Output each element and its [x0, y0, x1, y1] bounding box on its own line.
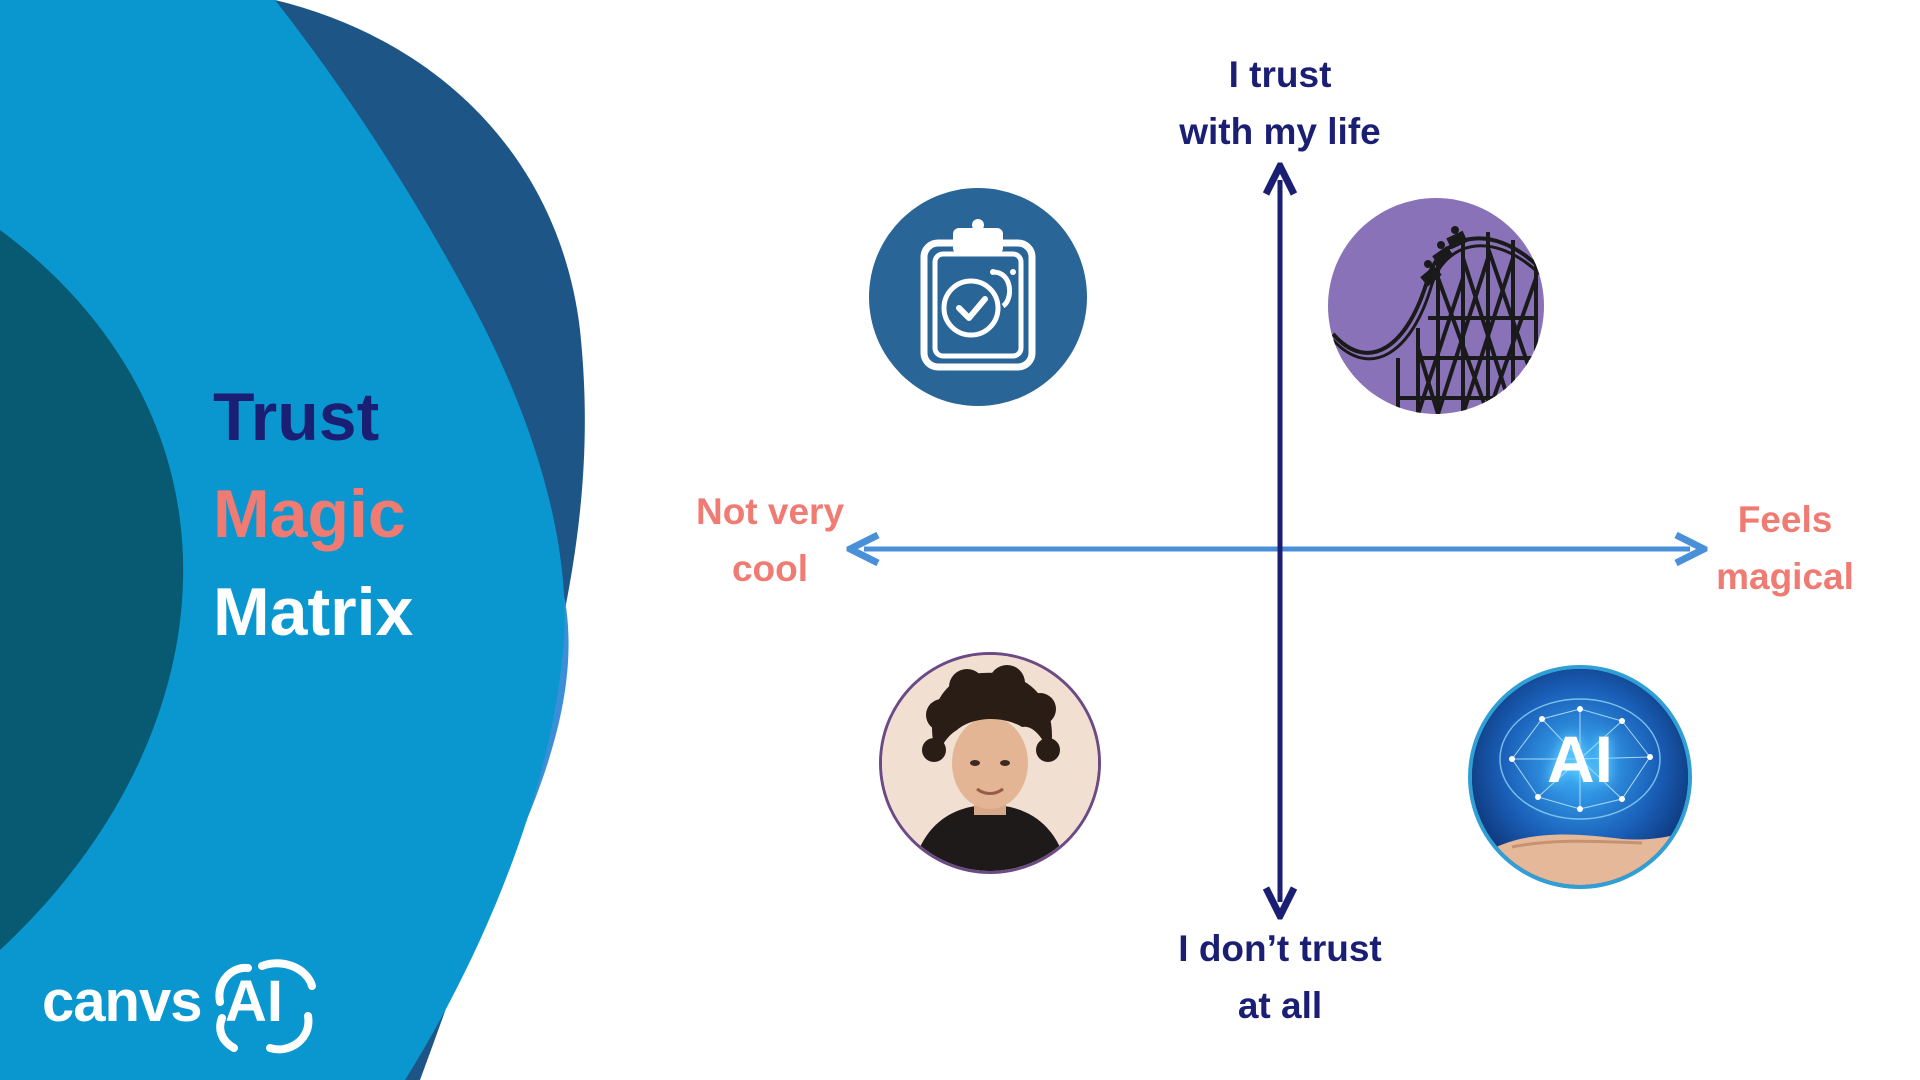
label-right-line1: Feels — [1737, 499, 1833, 540]
roller-coaster-image — [1328, 198, 1544, 414]
bg-mid-blue-shape — [0, 0, 565, 1080]
bg-teal-shape — [0, 230, 184, 950]
label-right: Feels magical — [1670, 491, 1900, 605]
label-bottom: I don’t trust at all — [1130, 920, 1430, 1034]
label-top: I trust with my life — [1130, 46, 1430, 160]
logo-suffix: AI — [225, 969, 283, 1034]
label-bottom-line2: at all — [1237, 985, 1323, 1026]
label-left: Not very cool — [660, 483, 880, 597]
label-right-line2: magical — [1716, 556, 1854, 597]
label-left-line1: Not very — [695, 491, 845, 532]
label-bottom-line1: I don’t trust — [1178, 928, 1382, 969]
canvs-ai-logo: canvs AI — [42, 958, 332, 1058]
ai-brain-hand-image: AI — [1472, 669, 1688, 885]
label-top-line1: I trust — [1228, 54, 1332, 95]
ai-image-text: AI — [1547, 722, 1613, 796]
title-trust: Trust — [213, 379, 380, 455]
medical-clipboard-icon — [869, 188, 1087, 406]
person-portrait-photo — [882, 655, 1098, 871]
label-left-line2: cool — [731, 548, 809, 589]
logo-mark-icon — [215, 959, 316, 1054]
logo-text: canvs — [42, 969, 202, 1034]
title-matrix: Matrix — [213, 574, 414, 650]
title-magic: Magic — [213, 476, 406, 552]
label-top-line2: with my life — [1179, 111, 1381, 152]
